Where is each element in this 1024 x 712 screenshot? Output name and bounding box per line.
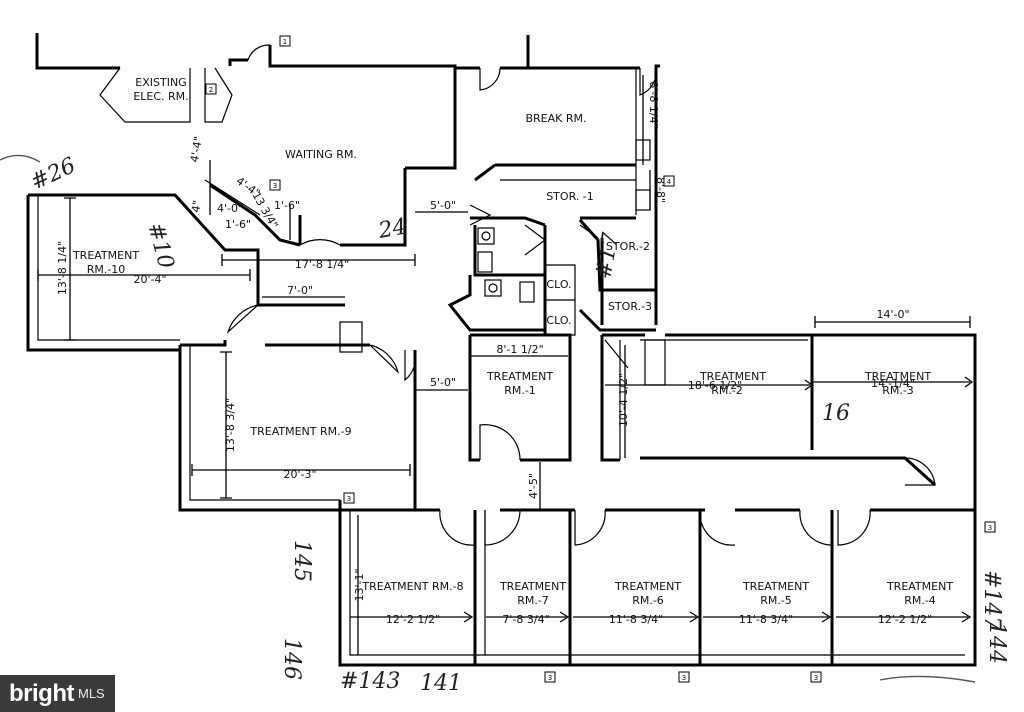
dim-4-4-top: 4'-4": [188, 135, 205, 163]
dim-7-8-3-4: 7'-8 3/4": [502, 613, 549, 626]
marker-4: 4: [663, 175, 675, 187]
dim-13-8-vertical-a: 13'-8 1/4": [56, 241, 69, 295]
room-label-treatment-9: TREATMENT RM.-9: [249, 425, 351, 438]
fixtures: [339, 139, 666, 386]
svg-text:3: 3: [273, 182, 277, 190]
dim-4-in: 4": [189, 199, 204, 213]
room-labels: EXISTING ELEC. RM. WAITING RM. BREAK RM.…: [72, 76, 953, 607]
dim-17-8-1-4: 17'-8 1/4": [295, 258, 349, 271]
svg-text:3: 3: [988, 524, 992, 532]
marker-3f: 3: [343, 492, 355, 504]
dim-8-1-2: 8'-1 1/2": [496, 343, 543, 356]
dim-4-5: 4'-5": [527, 473, 540, 499]
room-label-clo-1: CLO.: [546, 278, 571, 291]
note-144: 144: [984, 622, 1009, 664]
dimension-labels: 17'-8 1/4" 20'-4" 13'-8 1/4" 7'-0" 5'-0"…: [56, 81, 932, 626]
note-145: 145: [289, 540, 314, 582]
room-label-treatment-4-1: TREATMENT: [886, 580, 953, 593]
note-146: 146: [279, 638, 304, 680]
room-label-treatment-2-1: TREATMENT: [699, 370, 766, 383]
marker-3e: 3: [810, 671, 822, 683]
dim-14-1-4: 14'-1/4": [871, 377, 915, 390]
room-label-treatment-3-2: RM.-3: [882, 384, 914, 397]
dim-18-6-1-2: 18'-6 1/2": [688, 379, 742, 392]
bright-mls-logo: bright MLS: [0, 675, 115, 712]
room-label-treatment-7-1: TREATMENT: [499, 580, 566, 593]
room-label-existing-elec-2: ELEC. RM.: [133, 90, 188, 103]
note-143: #143: [340, 669, 400, 694]
svg-text:1: 1: [283, 38, 287, 46]
room-label-treatment-10-1: TREATMENT: [72, 249, 139, 262]
room-label-treatment-8: TREATMENT RM.-8: [361, 580, 463, 593]
dim-11-8-3-4-a: 11'-8 3/4": [609, 613, 663, 626]
walls: [26, 33, 977, 667]
dim-14-0: 14'-0": [876, 308, 909, 321]
dim-12-2-1-2-b: 12'-2 1/2": [878, 613, 932, 626]
dim-1-6-a: 1'-6": [274, 199, 300, 212]
dim-13-8-vertical-b: 13'-8 3/4": [224, 398, 237, 452]
marker-3d: 3: [678, 671, 690, 683]
note-141: 141: [420, 671, 462, 696]
logo-mls-text: MLS: [77, 686, 105, 701]
room-label-treatment-2-2: RM.-2: [711, 384, 743, 397]
sheet-markers: 1 2 3 3 3 3 3 3 4: [205, 35, 996, 683]
svg-text:3: 3: [682, 674, 686, 682]
dim-4-0: 4'-0": [217, 202, 243, 215]
dim-11-8-3-4-b: 11'-8 3/4": [739, 613, 793, 626]
dim-12-2-1-2-a: 12'-2 1/2": [386, 613, 440, 626]
room-label-treatment-7-2: RM.-7: [517, 594, 549, 607]
marker-2: 2: [205, 83, 217, 95]
room-label-waiting: WAITING RM.: [285, 148, 357, 161]
svg-text:2: 2: [209, 86, 213, 94]
dim-20-4: 20'-4": [133, 273, 166, 286]
dim-10-4-1-2: 10'-4 1/2": [617, 373, 630, 427]
room-label-clo-2: CLO.: [546, 314, 571, 327]
dim-5-0-top: 5'-0": [430, 199, 456, 212]
note-10: #10: [142, 220, 178, 271]
svg-text:4: 4: [667, 178, 672, 186]
room-label-treatment-10-2: RM.-10: [87, 263, 126, 276]
room-label-treatment-6-2: RM.-6: [632, 594, 664, 607]
dim-20-3: 20'-3": [283, 468, 316, 481]
room-label-treatment-4-2: RM.-4: [904, 594, 936, 607]
room-label-existing-elec-1: EXISTING: [135, 76, 186, 89]
note-24: 24: [376, 214, 409, 244]
room-label-stor-3: STOR.-3: [608, 300, 652, 313]
room-label-break: BREAK RM.: [525, 112, 586, 125]
room-label-treatment-3-1: TREATMENT: [864, 370, 931, 383]
marker-3c: 3: [544, 671, 556, 683]
dim-8-8-1-4: 8'-8 1/4": [647, 81, 660, 128]
room-label-treatment-6-1: TREATMENT: [614, 580, 681, 593]
room-label-treatment-1-2: RM.-1: [504, 384, 536, 397]
room-label-treatment-1-1: TREATMENT: [486, 370, 553, 383]
marker-3b: 3: [984, 521, 996, 533]
dim-5-0-mid: 5'-0": [430, 376, 456, 389]
room-label-treatment-5-1: TREATMENT: [742, 580, 809, 593]
marker-3a: 3: [269, 179, 281, 191]
dim-1-6-b: 1'-6": [225, 218, 251, 231]
svg-text:3: 3: [814, 674, 818, 682]
dimension-lines: [37, 75, 974, 655]
room-label-stor-2: STOR.-2: [606, 240, 650, 253]
marker-1: 1: [279, 35, 291, 47]
svg-text:3: 3: [347, 495, 351, 503]
note-147: #147: [979, 570, 1004, 630]
doors: [226, 44, 936, 546]
dim-7-0: 7'-0": [287, 284, 313, 297]
logo-brand-text: bright: [9, 679, 74, 707]
note-16: 16: [822, 401, 850, 426]
room-label-stor-1: STOR. -1: [546, 190, 594, 203]
dim-13-1: 13'-1": [353, 568, 366, 601]
svg-text:3: 3: [548, 674, 552, 682]
room-label-treatment-5-2: RM.-5: [760, 594, 792, 607]
